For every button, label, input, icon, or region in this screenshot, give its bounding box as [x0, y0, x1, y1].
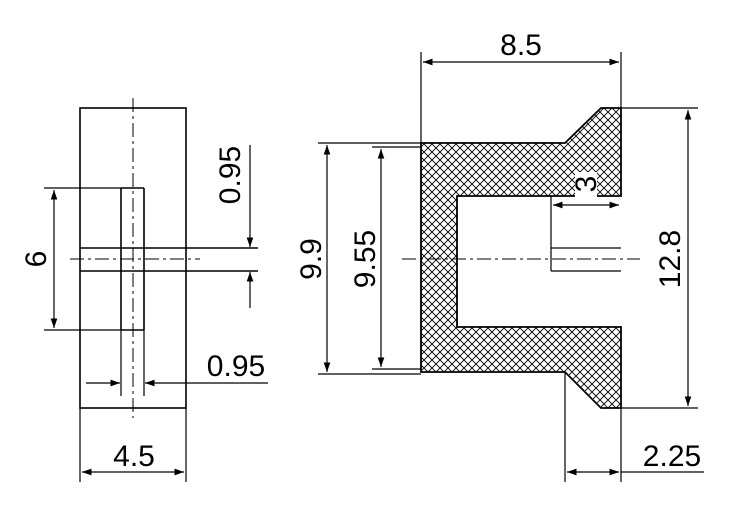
section-body — [420, 107, 622, 409]
dim-pin-width-label: 0.95 — [207, 350, 265, 383]
dim-slot-width-label: 0.95 — [214, 146, 247, 204]
dim-overall-height-label: 12.8 — [654, 230, 687, 288]
dim-inner-height-label: 9.55 — [349, 230, 382, 288]
dim-inner-depth-label: 3 — [570, 176, 603, 193]
dim-overall-width-label: 4.5 — [113, 440, 155, 473]
dim-width-label: 8.5 — [500, 29, 542, 62]
dim-flange-label: 2.25 — [643, 440, 701, 473]
front-view: 6 0.95 0.95 4.5 — [20, 98, 268, 482]
dim-3-label-bg — [575, 172, 597, 198]
dim-height-label: 6 — [20, 251, 53, 268]
dim-outer-height-label: 9.9 — [295, 238, 328, 280]
section-view: 8.5 3 9.9 9.55 12.8 2.25 — [295, 29, 704, 482]
